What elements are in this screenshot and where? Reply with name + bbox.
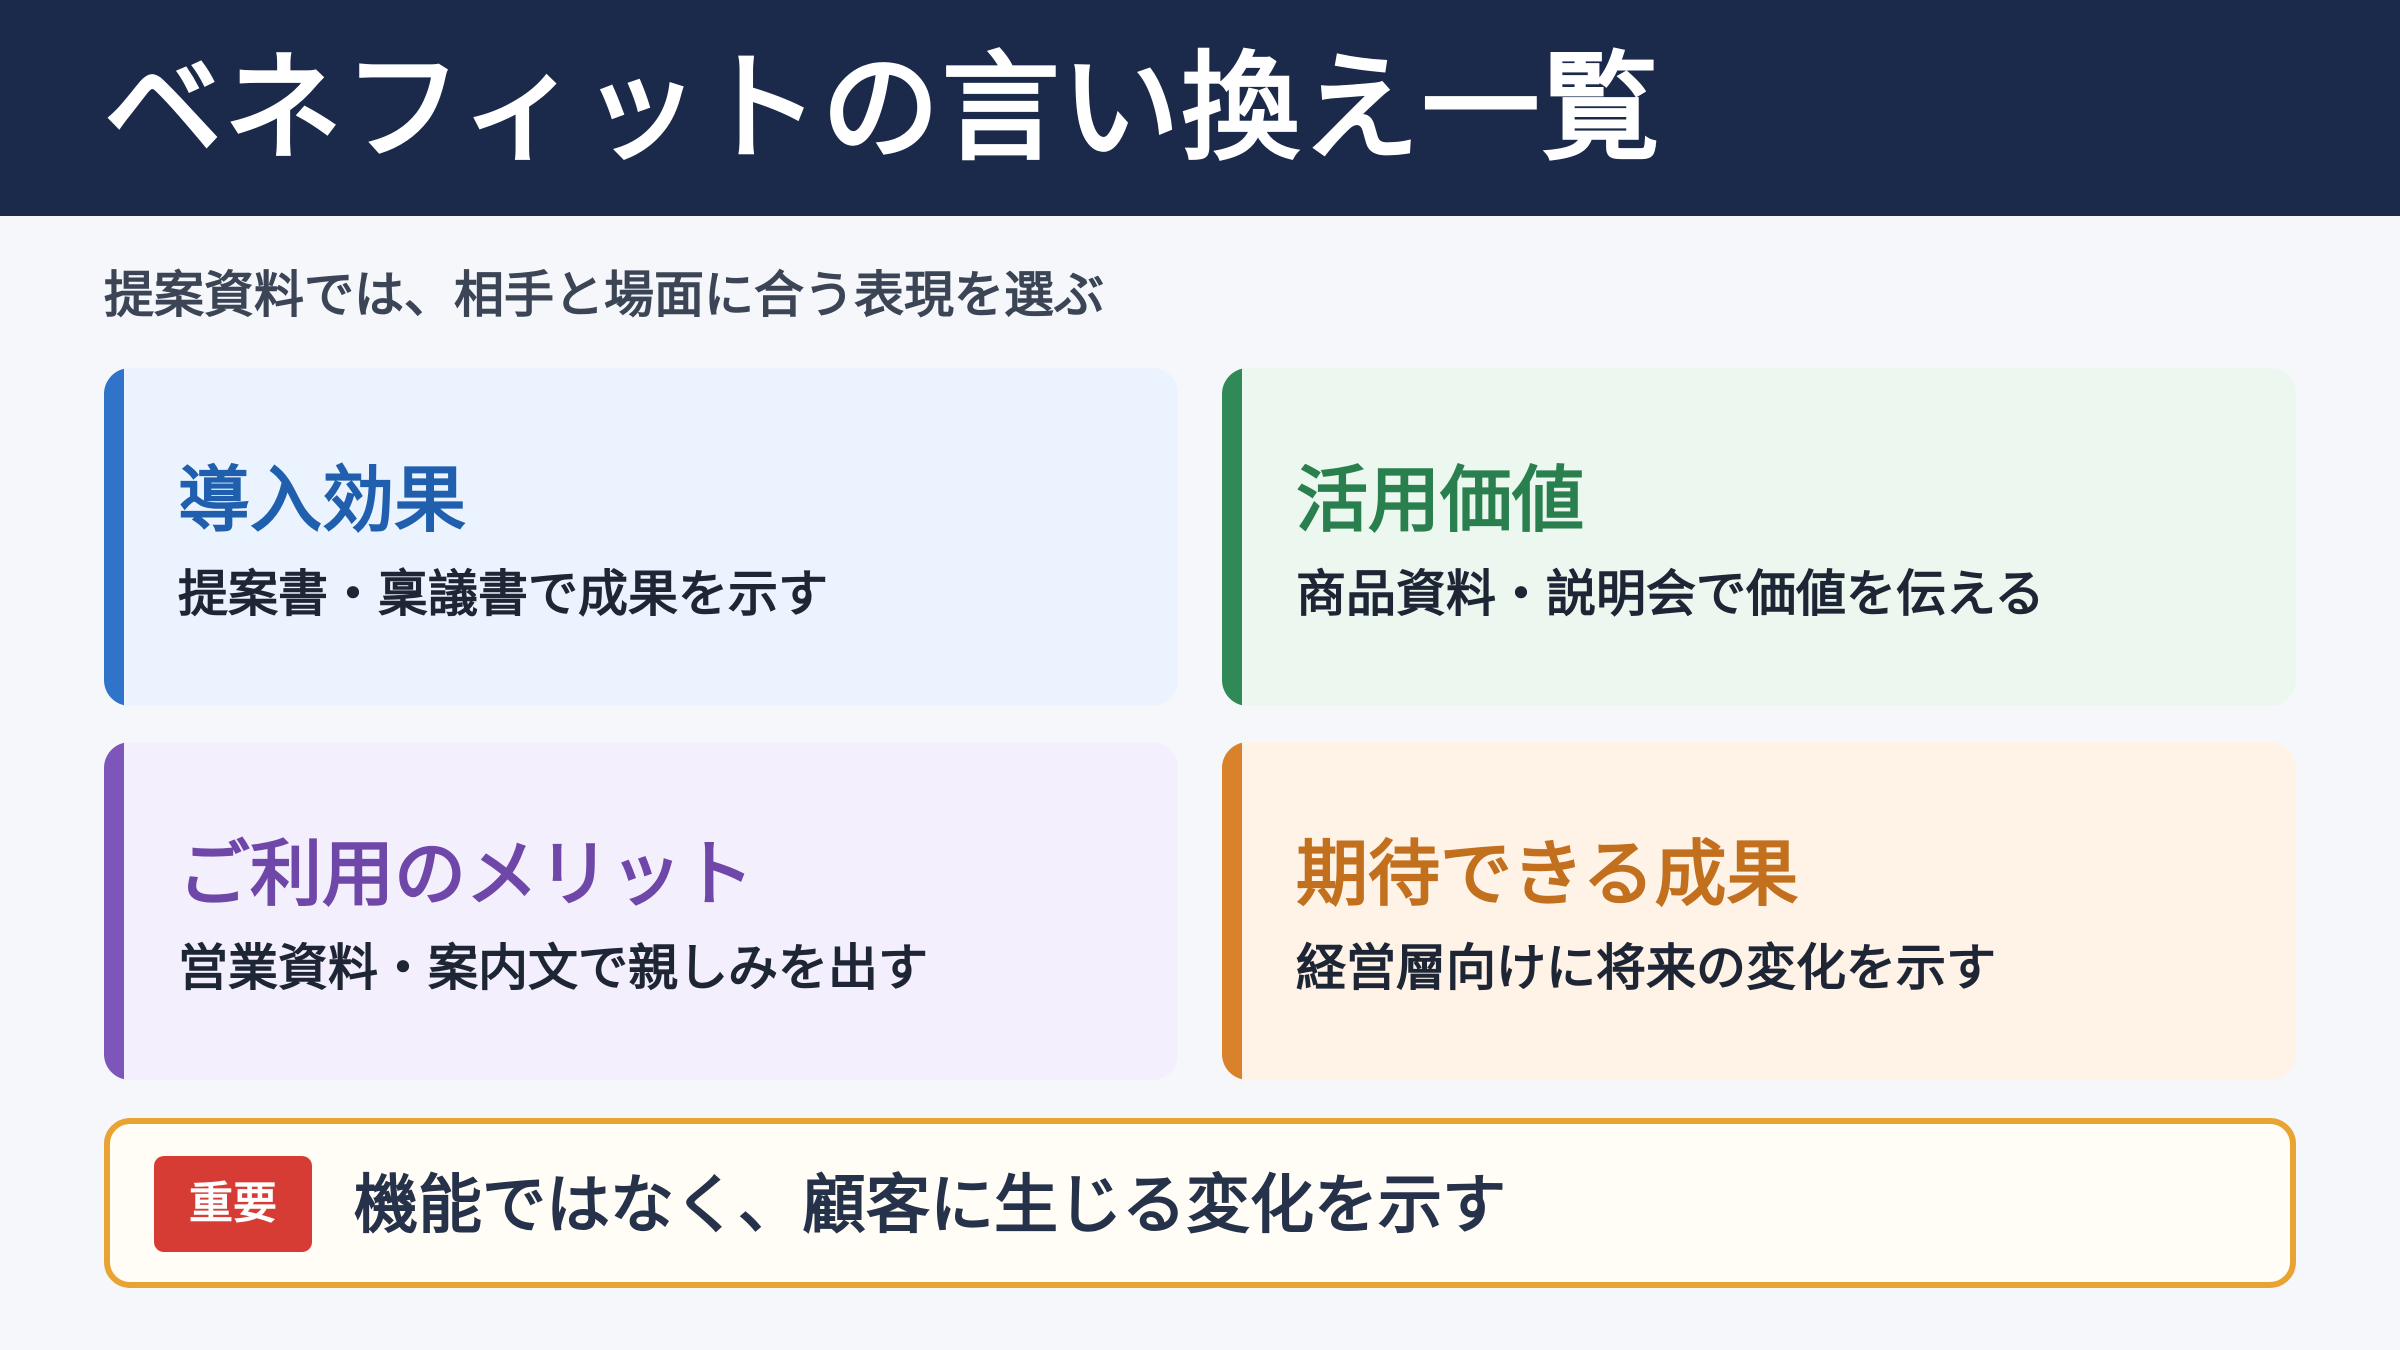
card-description: 営業資料・案内文で親しみを出す: [178, 939, 928, 997]
card-benefit-2: 活用価値 商品資料・説明会で価値を伝える: [1222, 368, 2296, 706]
card-benefit-1: 導入効果 提案書・稟議書で成果を示す: [104, 368, 1178, 706]
card-title: 活用価値: [1296, 458, 1585, 542]
important-badge: 重要: [154, 1156, 312, 1252]
card-benefit-4: 期待できる成果 経営層向けに将来の変化を示す: [1222, 742, 2296, 1080]
card-accent-bar: [1222, 742, 1242, 1080]
slide-header: ベネフィットの言い換え一覧: [0, 0, 2400, 216]
card-accent-bar: [1222, 368, 1242, 706]
card-title: ご利用のメリット: [178, 832, 755, 916]
important-callout: 重要 機能ではなく、顧客に生じる変化を示す: [104, 1118, 2296, 1288]
card-title: 期待できる成果: [1296, 832, 1799, 916]
card-accent-bar: [104, 742, 124, 1080]
card-description: 商品資料・説明会で価値を伝える: [1296, 565, 2045, 623]
callout-text: 機能ではなく、顧客に生じる変化を示す: [354, 1169, 1506, 1243]
card-description: 経営層向けに将来の変化を示す: [1296, 939, 1996, 997]
page-title: ベネフィットの言い換え一覧: [104, 39, 1662, 177]
card-title: 導入効果: [178, 458, 467, 542]
page-subtitle: 提案資料では、相手と場面に合う表現を選ぶ: [104, 266, 1104, 324]
card-benefit-3: ご利用のメリット 営業資料・案内文で親しみを出す: [104, 742, 1178, 1080]
card-description: 提案書・稟議書で成果を示す: [178, 565, 828, 623]
card-accent-bar: [104, 368, 124, 706]
